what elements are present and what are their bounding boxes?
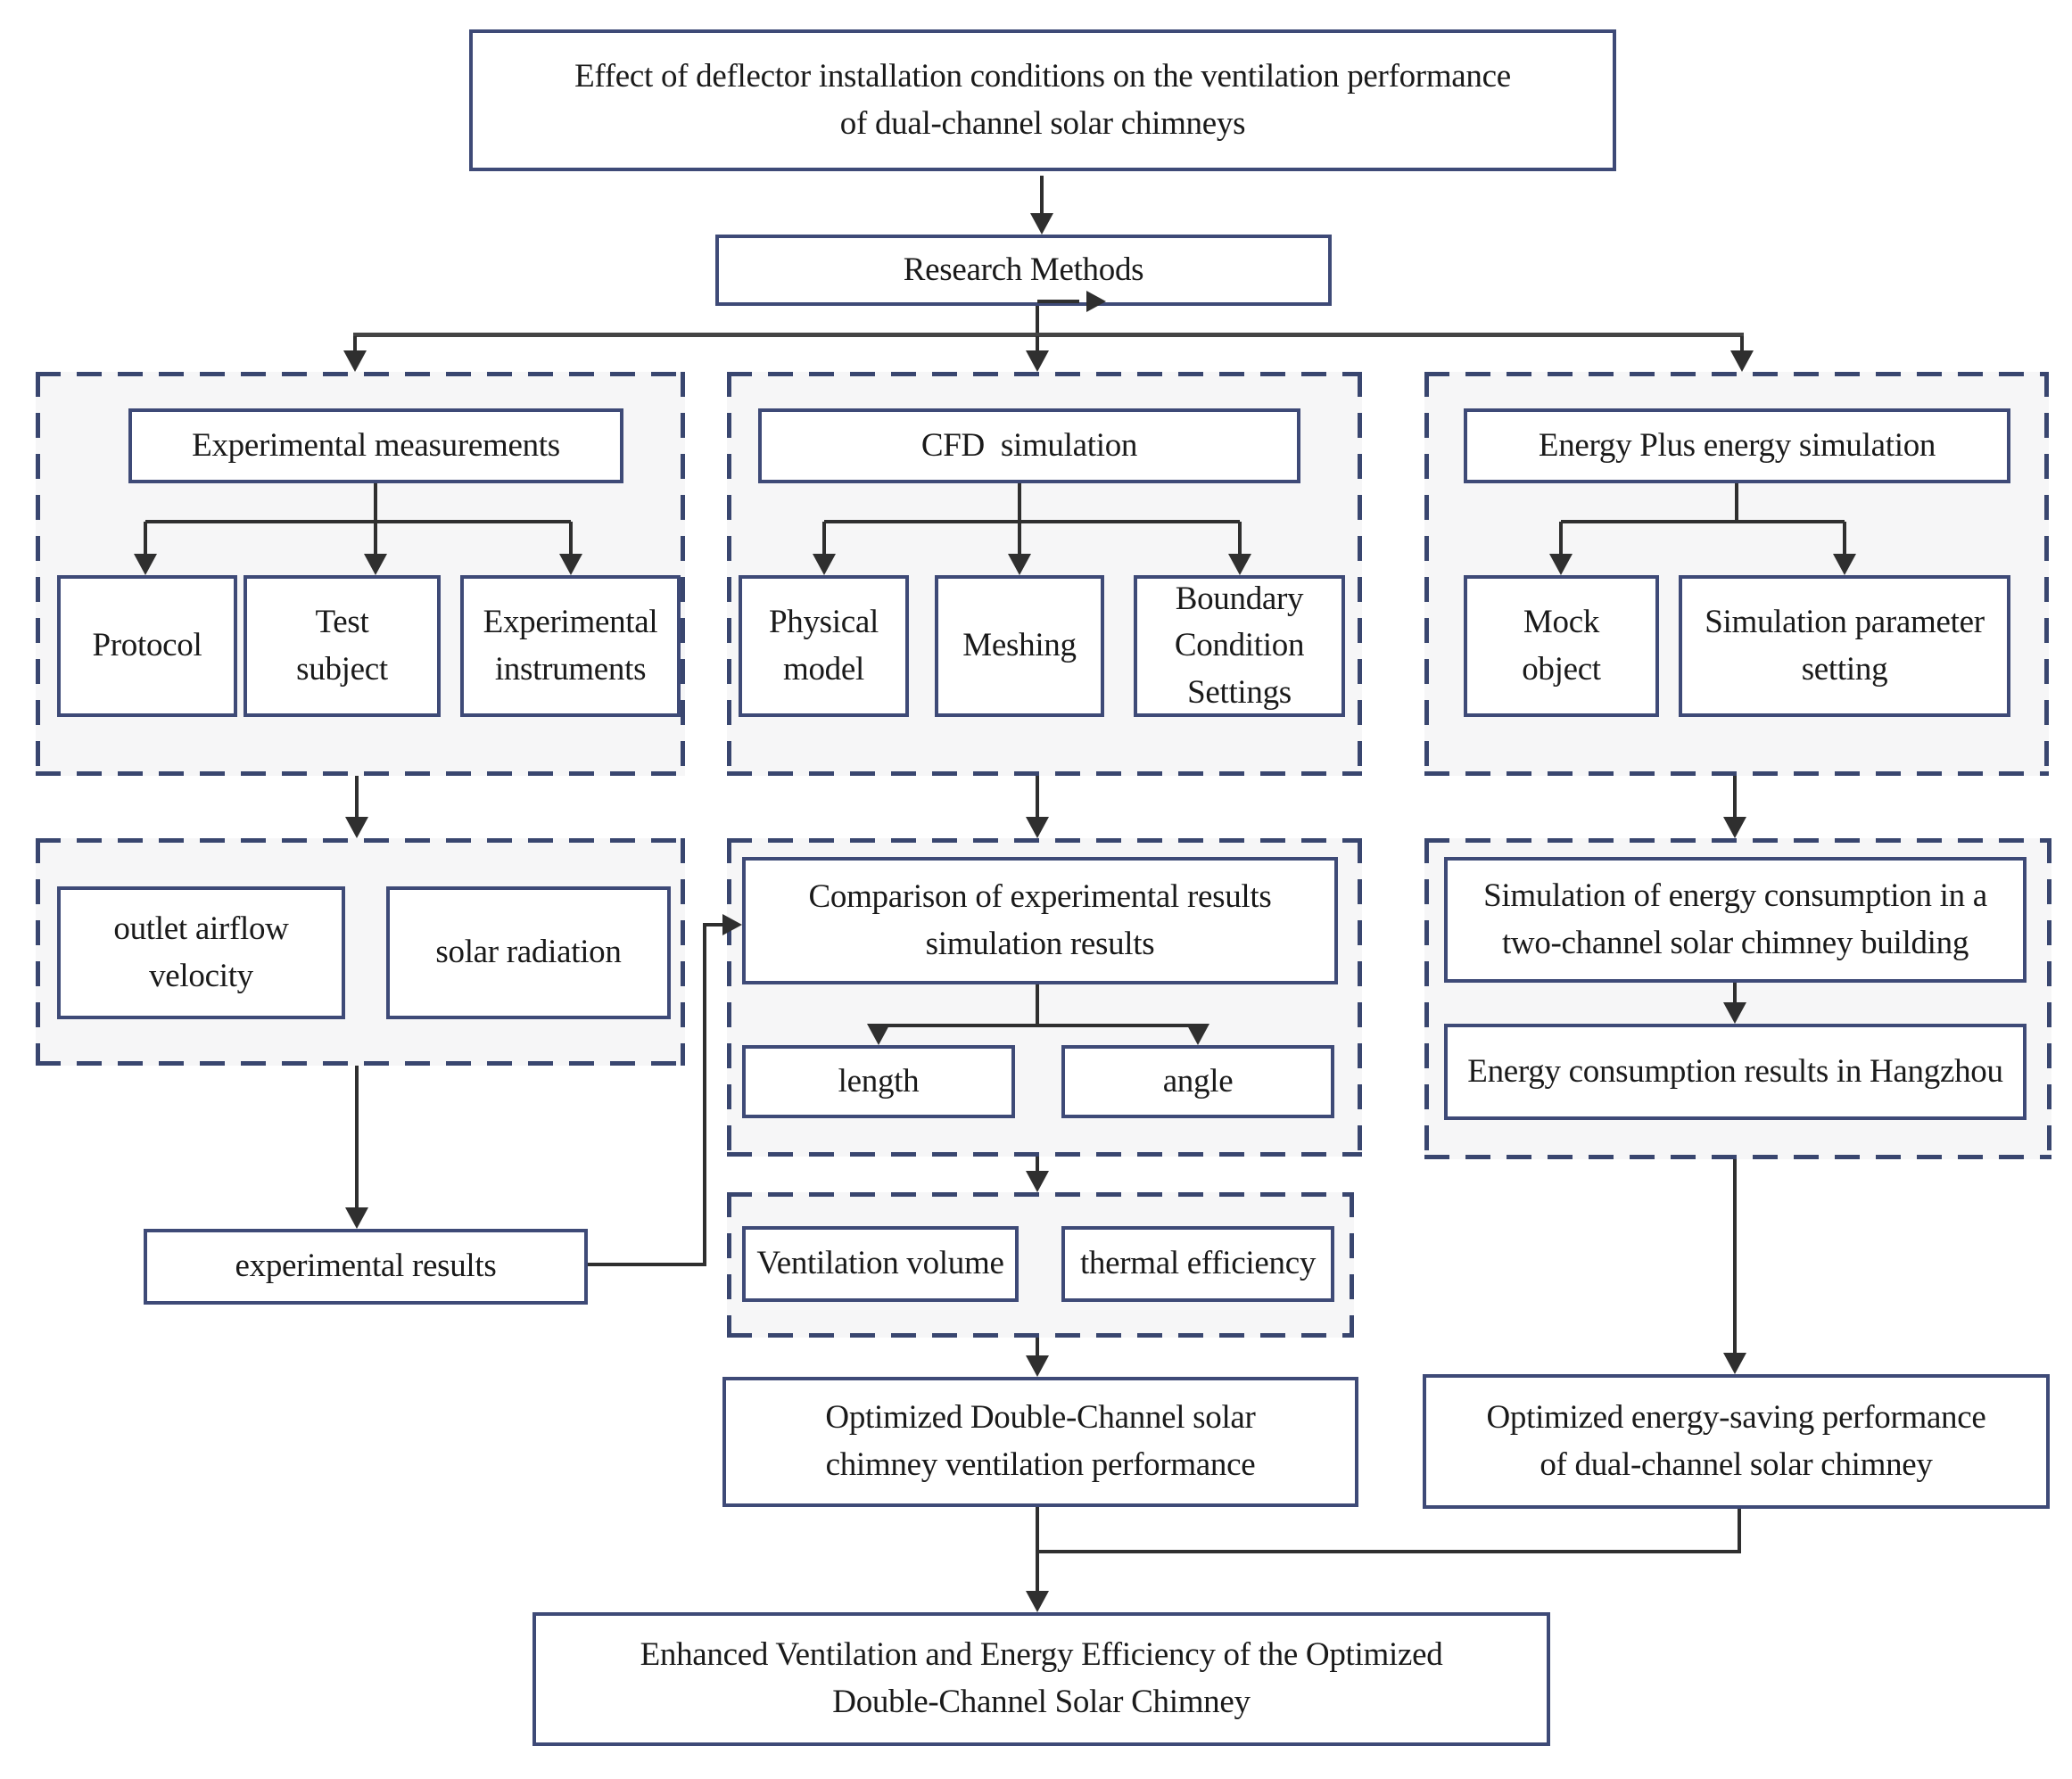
connector-branch-splitter <box>353 333 1744 337</box>
node-cfd-simulation: CFD simulation <box>758 408 1300 483</box>
node-energyplus-simulation: Energy Plus energy simulation <box>1464 408 2010 483</box>
node-boundary-condition-settings: Boundary Condition Settings <box>1134 575 1345 717</box>
arrowhead-length <box>867 1024 890 1045</box>
arrowhead-branch-mid <box>1026 350 1049 372</box>
arrowhead-angle <box>1186 1024 1209 1045</box>
connector-cfd-c2 <box>1018 522 1021 556</box>
arrowhead-branch-left <box>343 350 367 372</box>
arrowhead-comparison-to-vt <box>1026 1171 1049 1192</box>
node-comparison-results: Comparison of experimental results simul… <box>742 857 1338 984</box>
node-thermal-efficiency: thermal efficiency <box>1061 1226 1334 1302</box>
connector-cfd-down <box>1018 483 1021 522</box>
node-meshing: Meshing <box>935 575 1104 717</box>
connector-methods-down <box>1036 306 1039 336</box>
connector-title-to-methods <box>1040 176 1044 215</box>
arrowhead-exp-to-outputs <box>345 817 368 838</box>
arrowhead-sim-to-hangzhou <box>1723 1002 1746 1024</box>
node-experimental-measurements: Experimental measurements <box>128 408 623 483</box>
arrowhead-consumption-to-optimized <box>1723 1353 1746 1374</box>
arrowhead-ep-c2 <box>1833 554 1856 575</box>
arrowhead-title-to-methods <box>1030 213 1053 235</box>
arrowhead-branch-right <box>1730 350 1754 372</box>
connector-ep-down <box>1735 483 1738 522</box>
connector-cfd-c3 <box>1238 522 1242 556</box>
connector-branch-right <box>1740 336 1744 354</box>
connector-methods-stub <box>1037 300 1079 303</box>
connector-cfd-splitter <box>824 520 1240 523</box>
arrowhead-merge-to-final <box>1026 1591 1049 1612</box>
connector-vt-to-optimized <box>1036 1338 1039 1357</box>
node-length: length <box>742 1045 1015 1118</box>
node-protocol: Protocol <box>57 575 237 717</box>
connector-branch-mid <box>1036 336 1039 354</box>
node-physical-model: Physical model <box>739 575 909 717</box>
node-ventilation-volume: Ventilation volume <box>742 1226 1019 1302</box>
connector-ep-splitter <box>1561 520 1845 523</box>
connector-merge-horizontal <box>1036 1550 1741 1553</box>
connector-comparison-splitter <box>879 1024 1200 1027</box>
node-title: Effect of deflector installation conditi… <box>469 29 1616 171</box>
connector-ep-c2 <box>1843 522 1846 556</box>
connector-comparison-down <box>1036 984 1039 1025</box>
connector-exp-down <box>374 483 377 522</box>
connector-results-elbow-top <box>705 923 724 927</box>
connector-ep-to-consumption <box>1733 776 1737 820</box>
arrowhead-cfd-to-comparison <box>1026 817 1049 838</box>
connector-comparison-to-vt <box>1036 1157 1039 1173</box>
connector-exp-to-outputs <box>355 776 359 820</box>
arrowhead-results-to-comparison <box>722 914 742 935</box>
node-final-conclusion: Enhanced Ventilation and Energy Efficien… <box>532 1612 1550 1746</box>
node-simulation-parameter-setting: Simulation parameter setting <box>1679 575 2010 717</box>
connector-exp-c2 <box>374 522 377 556</box>
node-simulation-energy-consumption: Simulation of energy consumption in a tw… <box>1444 857 2027 983</box>
connector-cfd-to-comparison <box>1036 776 1039 820</box>
arrowhead-vt-to-optimized <box>1026 1355 1049 1377</box>
connector-ep-c1 <box>1559 522 1563 556</box>
node-solar-radiation: solar radiation <box>386 886 671 1019</box>
node-test-subject: Test subject <box>244 575 441 717</box>
connector-outputs-to-results <box>355 1066 359 1209</box>
arrowhead-methods-stub-right <box>1086 291 1106 312</box>
node-angle: angle <box>1061 1045 1334 1118</box>
connector-consumption-to-optimized <box>1733 1159 1737 1355</box>
node-energy-consumption-hangzhou: Energy consumption results in Hangzhou <box>1444 1024 2027 1120</box>
node-outlet-airflow-velocity: outlet airflow velocity <box>57 886 345 1019</box>
arrowhead-cfd-c1 <box>813 554 836 575</box>
arrowhead-exp-c1 <box>134 554 157 575</box>
node-mock-object: Mock object <box>1464 575 1659 717</box>
connector-exp-c3 <box>569 522 573 556</box>
connector-results-elbow-vertical <box>703 923 706 1266</box>
connector-exp-c1 <box>144 522 147 556</box>
arrowhead-outputs-to-results <box>345 1207 368 1229</box>
connector-branch-left <box>353 336 357 354</box>
arrowhead-exp-c2 <box>364 554 387 575</box>
node-optimized-energy-saving: Optimized energy-saving performance of d… <box>1423 1374 2050 1509</box>
arrowhead-cfd-c2 <box>1008 554 1031 575</box>
connector-sim-to-hangzhou <box>1733 983 1737 1004</box>
node-experimental-results: experimental results <box>144 1229 588 1305</box>
node-research-methods: Research Methods <box>715 235 1332 306</box>
connector-results-elbow-bottom <box>588 1263 706 1266</box>
node-optimized-ventilation-performance: Optimized Double-Channel solar chimney v… <box>722 1377 1358 1507</box>
arrowhead-cfd-c3 <box>1228 554 1251 575</box>
arrowhead-ep-to-consumption <box>1723 817 1746 838</box>
connector-exp-splitter <box>145 520 571 523</box>
connector-cfd-c1 <box>822 522 826 556</box>
node-experimental-instruments: Experimental instruments <box>460 575 681 717</box>
arrowhead-exp-c3 <box>559 554 582 575</box>
connector-merge-right-vertical <box>1738 1509 1741 1553</box>
arrowhead-ep-c1 <box>1549 554 1573 575</box>
